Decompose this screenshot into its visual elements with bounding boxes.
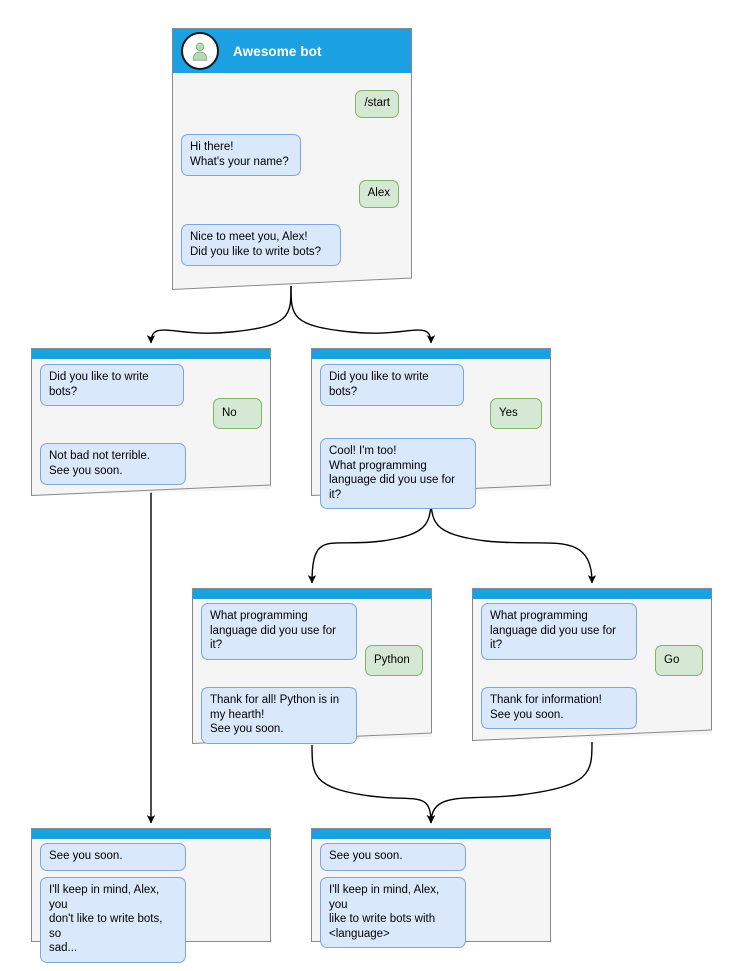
chat-area: What programming language did you use fo… [193,599,431,744]
chat-bubble-bot[interactable]: See you soon. [320,843,466,871]
node-answer-python[interactable]: What programming language did you use fo… [192,588,432,744]
node-header: Awesome bot [173,29,411,73]
chat-bubble-bot[interactable]: I'll keep in mind, Alex, you don't like … [40,877,186,963]
node-title: Awesome bot [233,43,322,59]
chat-area: Did you like to write bots? No Not bad n… [32,359,270,495]
node-end-no[interactable]: See you soon. I'll keep in mind, Alex, y… [31,828,271,963]
edge-python-to-end [311,744,436,824]
node-answer-yes[interactable]: Did you like to write bots? Yes Cool! I'… [311,348,551,509]
chat-bubble-bot[interactable]: Did you like to write bots? [320,364,464,406]
chat-bubble-bot[interactable]: What programming language did you use fo… [201,603,357,660]
chat-bubble-bot[interactable]: Cool! I'm too! What programming language… [320,438,476,509]
chat-bubble-bot[interactable]: Thank for information! See you soon. [481,687,637,729]
chat-bubble-user[interactable]: Yes [490,398,542,429]
chat-bubble-user[interactable]: No [213,398,262,429]
node-answer-no[interactable]: Did you like to write bots? No Not bad n… [31,348,271,496]
chat-area: /start Hi there! What's your name? Alex … [173,73,411,289]
node-end-yes[interactable]: See you soon. I'll keep in mind, Alex, y… [311,828,551,948]
chat-area: What programming language did you use fo… [473,599,711,740]
chat-area: See you soon. I'll keep in mind, Alex, y… [312,839,550,948]
node-awesome-bot-start[interactable]: Awesome bot /start Hi there! What's your… [172,28,412,290]
edge-root-to-yes [290,285,436,344]
chat-bubble-bot[interactable]: Thank for all! Python is in my hearth! S… [201,687,357,744]
chat-bubble-user[interactable]: Python [365,645,423,676]
node-header [32,349,270,359]
chat-bubble-bot[interactable]: See you soon. [40,843,186,871]
chat-bubble-bot[interactable]: Nice to meet you, Alex! Did you like to … [181,224,341,266]
chat-area: See you soon. I'll keep in mind, Alex, y… [32,839,270,963]
node-header [312,349,550,359]
node-answer-go[interactable]: What programming language did you use fo… [472,588,712,741]
chat-bubble-bot[interactable]: Did you like to write bots? [40,364,184,406]
chat-bubble-bot[interactable]: What programming language did you use fo… [481,603,637,660]
chat-bubble-bot[interactable]: Not bad not terrible. See you soon. [40,443,186,485]
chat-bubble-user[interactable]: /start [355,90,399,118]
node-header [193,589,431,599]
chat-bubble-bot[interactable]: I'll keep in mind, Alex, you like to wri… [320,877,466,948]
edge-go-to-end [426,741,593,824]
chat-area: Did you like to write bots? Yes Cool! I'… [312,359,550,509]
node-header [473,589,711,599]
node-header [312,829,550,839]
chat-bubble-user[interactable]: Go [655,645,703,676]
chat-bubble-user[interactable]: Alex [358,180,399,208]
chat-bubble-bot[interactable]: Hi there! What's your name? [181,134,301,176]
person-avatar-icon [181,32,219,70]
edge-root-to-no [146,285,292,344]
node-header [32,829,270,839]
